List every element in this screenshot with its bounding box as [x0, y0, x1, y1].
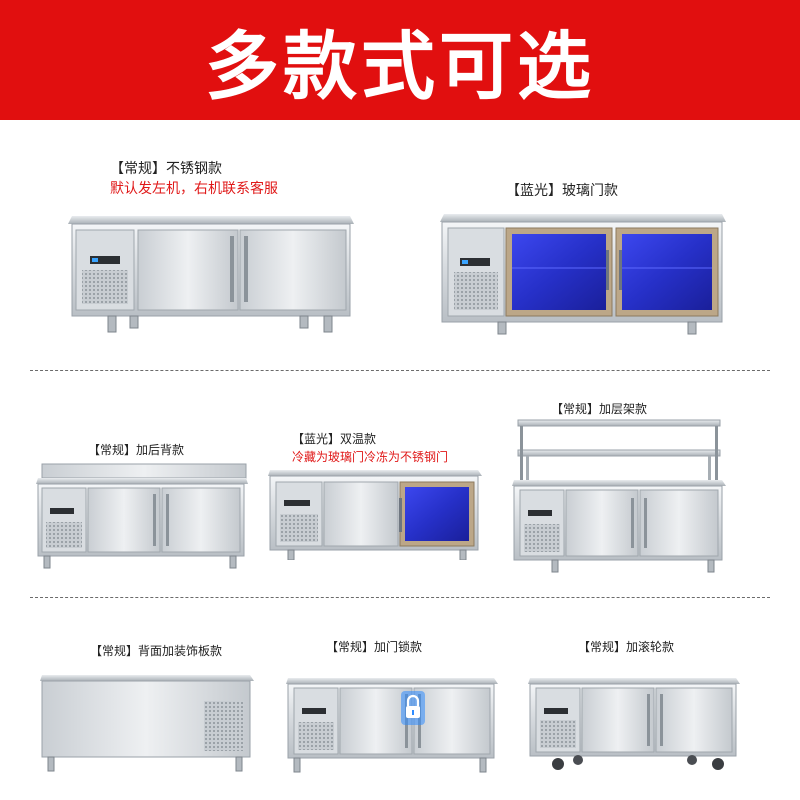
product-label-dual-temp: 【蓝光】双温款 — [292, 432, 377, 446]
page-title: 多款式可选 — [205, 23, 595, 110]
header-banner: 多款式可选 — [0, 0, 800, 120]
product-image-blue-glass — [440, 210, 730, 340]
product-image-back-panel — [40, 673, 254, 773]
product-image-lock — [286, 676, 498, 776]
product-image-backsplash — [36, 460, 248, 570]
product-image-casters — [528, 676, 740, 772]
product-label-shelf: 【常规】加层架款 — [551, 402, 648, 416]
product-label-backsplash: 【常规】加后背款 — [88, 443, 185, 457]
product-note-dual-temp: 冷藏为玻璃门冷冻为不锈钢门 — [292, 450, 449, 464]
product-image-standard — [68, 208, 358, 338]
section-divider — [30, 370, 770, 371]
product-label-blue-glass: 【蓝光】玻璃门款 — [506, 183, 618, 199]
product-note-standard: 默认发左机，右机联系客服 — [110, 181, 278, 197]
section-divider — [30, 597, 770, 598]
product-image-shelf — [512, 418, 726, 574]
product-image-dual-temp — [268, 470, 482, 560]
product-label-casters: 【常规】加滚轮款 — [578, 640, 675, 654]
product-label-lock: 【常规】加门锁款 — [326, 640, 423, 654]
product-label-standard: 【常规】不锈钢款 — [110, 161, 222, 177]
product-label-back-panel: 【常规】背面加装饰板款 — [90, 644, 223, 658]
lock-icon — [400, 690, 426, 726]
